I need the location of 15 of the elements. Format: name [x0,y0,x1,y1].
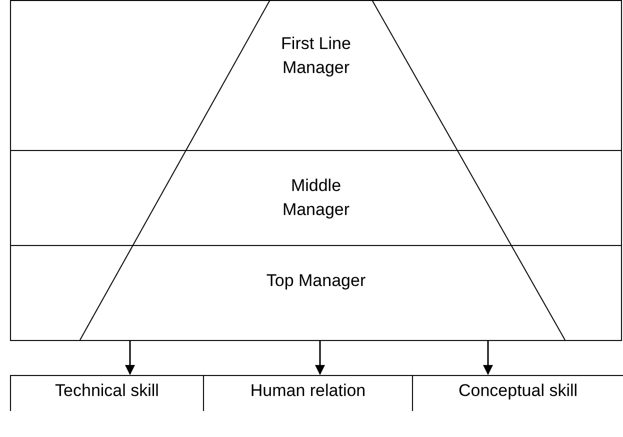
arrow [125,341,135,375]
skill-column [10,375,203,411]
skill-column [203,375,412,411]
arrow [483,341,493,375]
skill-label: Human relation [250,381,366,401]
skill-column [412,375,623,411]
arrow [315,341,325,375]
skill-label: Technical skill [55,381,159,401]
skill-label: Conceptual skill [458,381,578,401]
level-label: First Line Manager [280,33,352,79]
level-band [10,0,622,151]
level-band [10,150,622,246]
level-label: Top Manager [265,270,367,292]
level-band [10,245,622,341]
level-label: Middle Manager [281,175,351,221]
